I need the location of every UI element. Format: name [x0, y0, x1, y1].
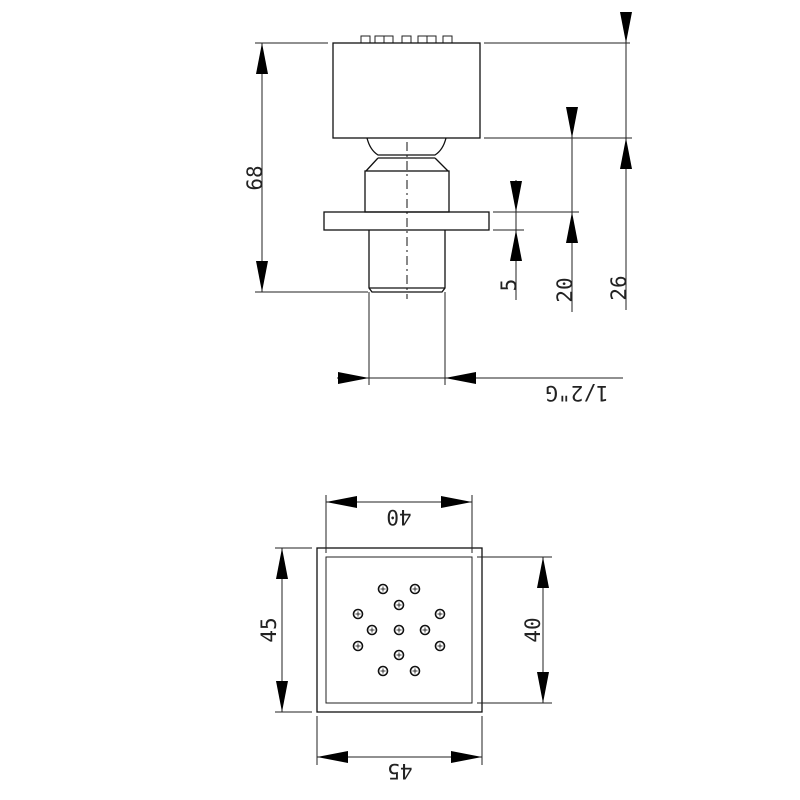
dim-inner-height-label: 40: [521, 617, 545, 642]
dim-outer-width-label: 45: [387, 759, 412, 783]
arrowhead: [510, 230, 522, 261]
arrowhead: [276, 548, 288, 579]
nozzle-hole: [393, 649, 405, 661]
arrowhead: [537, 557, 549, 588]
arrowhead: [338, 372, 369, 384]
dim-inner-width-label: 40: [386, 505, 411, 529]
arrowhead: [537, 672, 549, 703]
nozzle-hole: [419, 624, 431, 636]
front-dimension-arrows: [276, 496, 549, 763]
head: [332, 42, 481, 139]
arrowhead: [566, 212, 578, 243]
nozzle-hole: [377, 583, 389, 595]
dim-20-label: 20: [553, 277, 577, 302]
arrowhead: [451, 751, 482, 763]
arrowhead: [620, 138, 632, 169]
nozzle-hole: [409, 665, 421, 677]
arrowhead: [317, 751, 348, 763]
nozzle-hole: [377, 665, 389, 677]
nozzle-tips: [360, 35, 453, 44]
dim-5-label: 5: [497, 279, 521, 292]
dimension-arrows: [256, 12, 632, 384]
nozzle-hole: [393, 624, 405, 636]
arrowhead: [510, 181, 522, 212]
dim-outer-height-label: 45: [257, 617, 281, 642]
arrowhead: [256, 261, 268, 292]
nozzle-hole: [393, 599, 405, 611]
nozzle-hole: [409, 583, 421, 595]
arrowhead: [566, 107, 578, 138]
nozzle-hole: [352, 608, 364, 620]
nozzle-hole: [366, 624, 378, 636]
front-view: 40 45 40 45: [257, 495, 552, 783]
nozzle-holes: [352, 583, 446, 677]
arrowhead: [445, 372, 476, 384]
nozzle-hole: [434, 640, 446, 652]
dim-thread-label: 1/2"G: [545, 381, 608, 405]
dim-68-label: 68: [243, 165, 267, 190]
arrowhead: [276, 681, 288, 712]
nozzle-hole: [434, 608, 446, 620]
arrowhead: [326, 496, 357, 508]
nozzle-hole: [352, 640, 364, 652]
arrowhead: [620, 12, 632, 43]
inner-plate: [325, 556, 473, 704]
dim-26-label: 26: [607, 275, 631, 300]
outer-plate: [316, 547, 483, 713]
dimension-lines: [255, 12, 632, 385]
side-view: 68 5 20 26 1/2"G: [243, 12, 632, 405]
arrowhead: [256, 43, 268, 74]
arrowhead: [441, 496, 472, 508]
